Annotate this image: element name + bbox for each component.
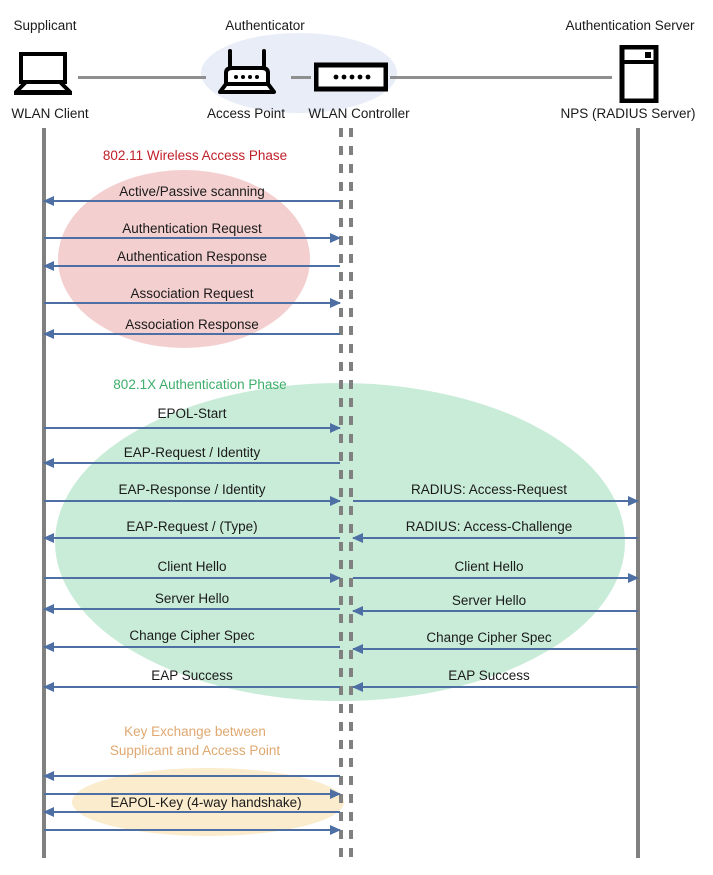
phase-title-key-exchange-line1: Key Exchange between [124, 724, 266, 739]
message-arrow [43, 807, 340, 817]
message-label: EAP-Request / (Type) [126, 519, 258, 534]
message-label: Authentication Request [122, 221, 262, 236]
actor-role-authenticator: Authenticator [225, 18, 305, 33]
message-label: Association Response [125, 317, 259, 332]
radius-message-label: RADIUS: Access-Request [410, 482, 568, 497]
actor-name-nps-radius-server: NPS (RADIUS Server) [560, 106, 696, 121]
phase-title-key-exchange-line2: Supplicant and Access Point [109, 743, 281, 758]
message-arrow [43, 771, 340, 781]
radius-message-arrow [352, 682, 638, 692]
message-arrow [43, 682, 340, 692]
radius-message-arrow [352, 644, 638, 654]
lifeline-wlan-controller [349, 128, 353, 858]
message-arrow [44, 233, 341, 243]
actor-name-wlan-client: WLAN Client [11, 106, 89, 121]
message-arrow [43, 642, 340, 652]
server-icon [619, 44, 659, 108]
laptop-icon [12, 52, 74, 101]
radius-message-arrow [353, 573, 639, 583]
message-label: Active/Passive scanning [119, 184, 265, 199]
phase-key-exchange-ellipse [72, 768, 344, 836]
message-label: EAP-Request / Identity [123, 445, 261, 460]
message-label: Server Hello [154, 591, 230, 606]
message-label: Client Hello [157, 559, 227, 574]
actor-name-wlan-controller: WLAN Controller [308, 106, 410, 121]
message-label: EAP-Response / Identity [118, 482, 266, 497]
message-arrow [43, 261, 340, 271]
lifeline-access-point [339, 128, 343, 858]
wire-controller-to-server [390, 76, 612, 79]
eapol-key-handshake-label: EAPOL-Key (4-way handshake) [110, 795, 302, 810]
lifeline-supplicant [42, 128, 46, 858]
radius-message-label: EAP Success [448, 668, 530, 683]
message-label: Authentication Response [116, 249, 268, 264]
message-arrow [43, 533, 340, 543]
wire-client-to-ap [78, 76, 206, 79]
message-arrow [44, 496, 341, 506]
radius-message-label: Change Cipher Spec [426, 630, 552, 645]
message-arrow [43, 604, 340, 614]
message-arrow [44, 423, 341, 433]
radius-message-arrow [352, 533, 638, 543]
message-arrow [44, 573, 341, 583]
radius-message-label: Client Hello [454, 559, 524, 574]
phase-title-802-11: 802.11 Wireless Access Phase [102, 148, 288, 163]
actor-role-authentication-server: Authentication Server [565, 18, 695, 33]
actor-role-supplicant: Supplicant [13, 18, 77, 33]
radius-message-arrow [352, 606, 638, 616]
phase-802-11-ellipse [58, 170, 310, 348]
message-label: Association Request [130, 286, 254, 301]
message-label: Change Cipher Spec [129, 628, 255, 643]
actor-name-access-point: Access Point [206, 106, 286, 121]
wire-ap-to-controller [291, 76, 311, 79]
radius-message-label: RADIUS: Access-Challenge [405, 519, 573, 534]
wlan-controller-icon [313, 62, 389, 97]
message-arrow [43, 329, 340, 339]
radius-message-label: Server Hello [451, 593, 527, 608]
message-arrow [44, 825, 341, 835]
phase-title-802-1x: 802.1X Authentication Phase [113, 377, 287, 392]
message-arrow [44, 298, 341, 308]
message-arrow [43, 458, 340, 468]
radius-message-arrow [353, 496, 639, 506]
message-label: EPOL-Start [157, 406, 227, 421]
message-arrow [43, 196, 340, 206]
access-point-icon [216, 48, 278, 101]
message-label: EAP Success [151, 668, 233, 683]
message-arrow [44, 789, 341, 799]
lifeline-authentication-server [636, 128, 640, 858]
